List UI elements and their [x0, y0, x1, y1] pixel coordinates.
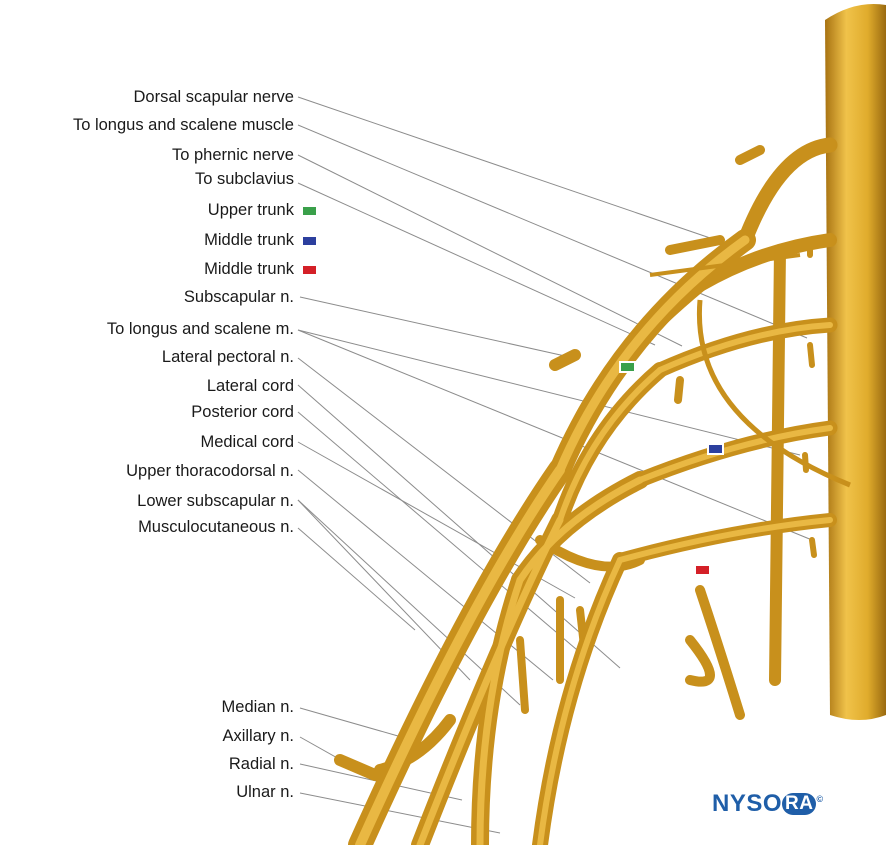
middle-trunk-blue-marker: [708, 444, 723, 454]
label-middle-trunk-red: Middle trunk: [204, 260, 294, 278]
label-ulnar: Ulnar n.: [236, 783, 294, 801]
logo-text: NYSO: [712, 790, 782, 817]
logo-copyright-mark: ©: [816, 794, 823, 804]
middle-trunk-red-swatch: [303, 266, 316, 274]
label-lateral-pectoral: Lateral pectoral n.: [162, 348, 294, 366]
label-phernic: To phernic nerve: [172, 146, 294, 164]
label-medical-cord: Medical cord: [200, 433, 294, 451]
label-middle-trunk-blue: Middle trunk: [204, 231, 294, 249]
label-lower-subscapular: Lower subscapular n.: [137, 492, 294, 510]
label-longus-scalene-muscle: To longus and scalene muscle: [73, 116, 294, 134]
spinal-cord: [825, 4, 886, 720]
label-upper-trunk: Upper trunk: [208, 201, 294, 219]
label-lateral-cord: Lateral cord: [207, 377, 294, 395]
label-upper-thoracodorsal: Upper thoracodorsal n.: [126, 462, 294, 480]
label-dorsal-scapular: Dorsal scapular nerve: [134, 88, 295, 106]
label-musculocutaneous: Musculocutaneous n.: [138, 518, 294, 536]
label-subclavius: To subclavius: [195, 170, 294, 188]
label-posterior-cord: Posterior cord: [191, 403, 294, 421]
middle-trunk-blue-swatch: [303, 237, 316, 245]
label-subscapular: Subscapular n.: [184, 288, 294, 306]
label-longus-scalene-m: To longus and scalene m.: [107, 320, 294, 338]
label-axillary: Axillary n.: [222, 727, 294, 745]
label-radial: Radial n.: [229, 755, 294, 773]
upper-trunk-marker: [620, 362, 635, 372]
logo-circle-text: RA: [782, 793, 816, 815]
label-median: Median n.: [222, 698, 294, 716]
upper-trunk-swatch: [303, 207, 316, 215]
middle-trunk-red-marker: [695, 565, 710, 575]
